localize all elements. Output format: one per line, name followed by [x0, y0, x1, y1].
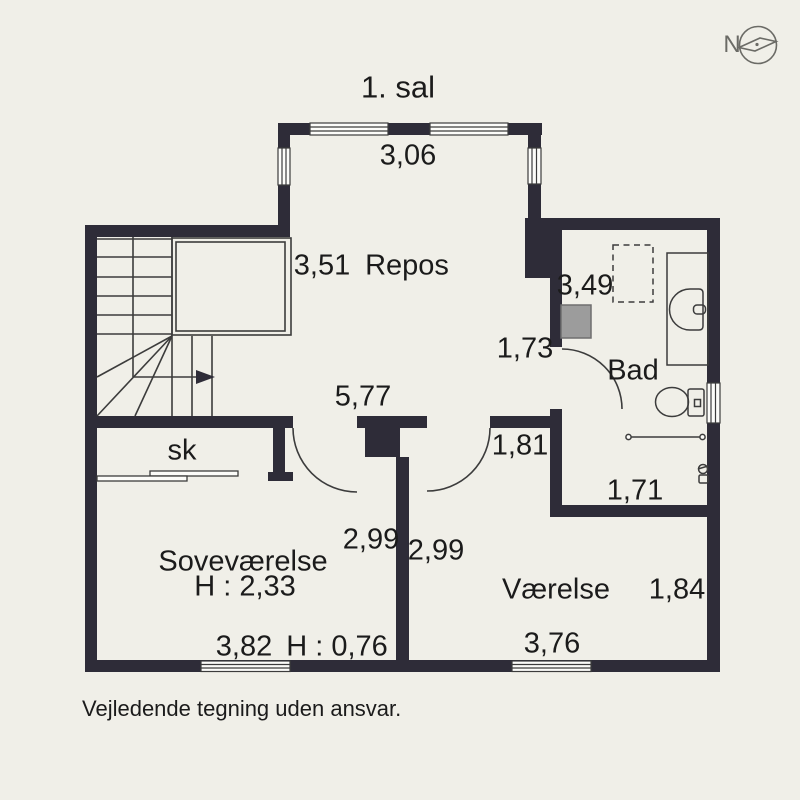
door-arc-vaerelse [426, 427, 491, 492]
room-label-bad: Bad [607, 354, 659, 387]
wall-bad-west-lower [550, 428, 562, 517]
room-label-sk: sk [167, 434, 197, 467]
towel-rail-icon [625, 433, 706, 441]
wall-bad-west-upper [550, 230, 562, 347]
wall-bad-west-stub [550, 409, 562, 428]
stair-direction-arrow [133, 370, 215, 384]
room-label-sovevaerelse: Soveværelse [158, 545, 328, 578]
compass-icon [736, 25, 779, 65]
doors [292, 348, 623, 493]
window-dormer-east [527, 147, 542, 185]
gray-duct-block [560, 304, 592, 339]
sk-closet-doors [96, 470, 239, 482]
stair-void-outline [171, 237, 292, 336]
wall-hall-south-left [85, 416, 293, 428]
dim-sove-depth: 2,99 [342, 523, 400, 556]
dim-repos-depth: 3,51 [293, 249, 351, 282]
dim-bad-entry: 1,73 [496, 332, 554, 365]
windows [200, 122, 721, 673]
toilet-paper-holder-icon [697, 463, 709, 484]
wall-top-left [85, 225, 290, 237]
height-label-sovevaerelse: H : 2,33 [194, 570, 296, 603]
window-dormer-top-right [429, 122, 509, 136]
bathroom-fixtures [560, 244, 709, 484]
dim-bad-width: 1,71 [606, 474, 664, 507]
wall-top-right [540, 218, 720, 230]
plan-title: 1. sal [360, 69, 436, 105]
dim-vaerelse-entry: 1,81 [491, 429, 549, 462]
window-sovevaerelse-south [200, 660, 291, 673]
door-arc-sovevaerelse [292, 427, 358, 493]
skylight-dashed-icon [612, 244, 654, 303]
wall-hall-south-right [490, 416, 562, 428]
dim-dormer-width: 3,06 [379, 139, 437, 172]
dim-vaerelse-east: 1,84 [648, 573, 706, 606]
wall-pier-center [525, 218, 552, 278]
sink-icon [666, 252, 709, 366]
walls [85, 123, 720, 672]
height-label-sove-low: H : 0,76 [286, 630, 388, 663]
dim-hall-width: 5,77 [334, 380, 392, 413]
wall-center-pier [365, 428, 400, 457]
window-dormer-top-left [309, 122, 389, 136]
dim-vaerelse-width: 3,76 [523, 627, 581, 660]
disclaimer-text: Vejledende tegning uden ansvar. [82, 696, 402, 721]
wall-sk-jamb-foot [268, 472, 293, 481]
room-label-vaerelse: Værelse [502, 573, 610, 606]
dim-bad-depth: 3,49 [556, 269, 614, 302]
window-vaerelse-south [511, 660, 592, 673]
door-arc-bad [561, 348, 623, 410]
wall-hall-south-mid [357, 416, 427, 428]
wall-room-divider [396, 457, 409, 660]
north-label: N [723, 31, 741, 58]
stairs-icon [96, 237, 292, 417]
wall-bad-south [550, 505, 720, 517]
toilet-icon [654, 386, 705, 418]
dim-sove-width: 3,82 [215, 630, 273, 663]
wall-sk-jamb [273, 416, 285, 472]
wall-left [85, 225, 97, 672]
room-label-repos: Repos [365, 249, 449, 282]
window-dormer-west [277, 147, 291, 186]
wall-right [707, 218, 720, 672]
vanity-counter [666, 252, 709, 366]
dim-vaerelse-depth: 2,99 [407, 534, 465, 567]
wall-bottom [85, 660, 720, 672]
window-bad-east [706, 382, 721, 424]
